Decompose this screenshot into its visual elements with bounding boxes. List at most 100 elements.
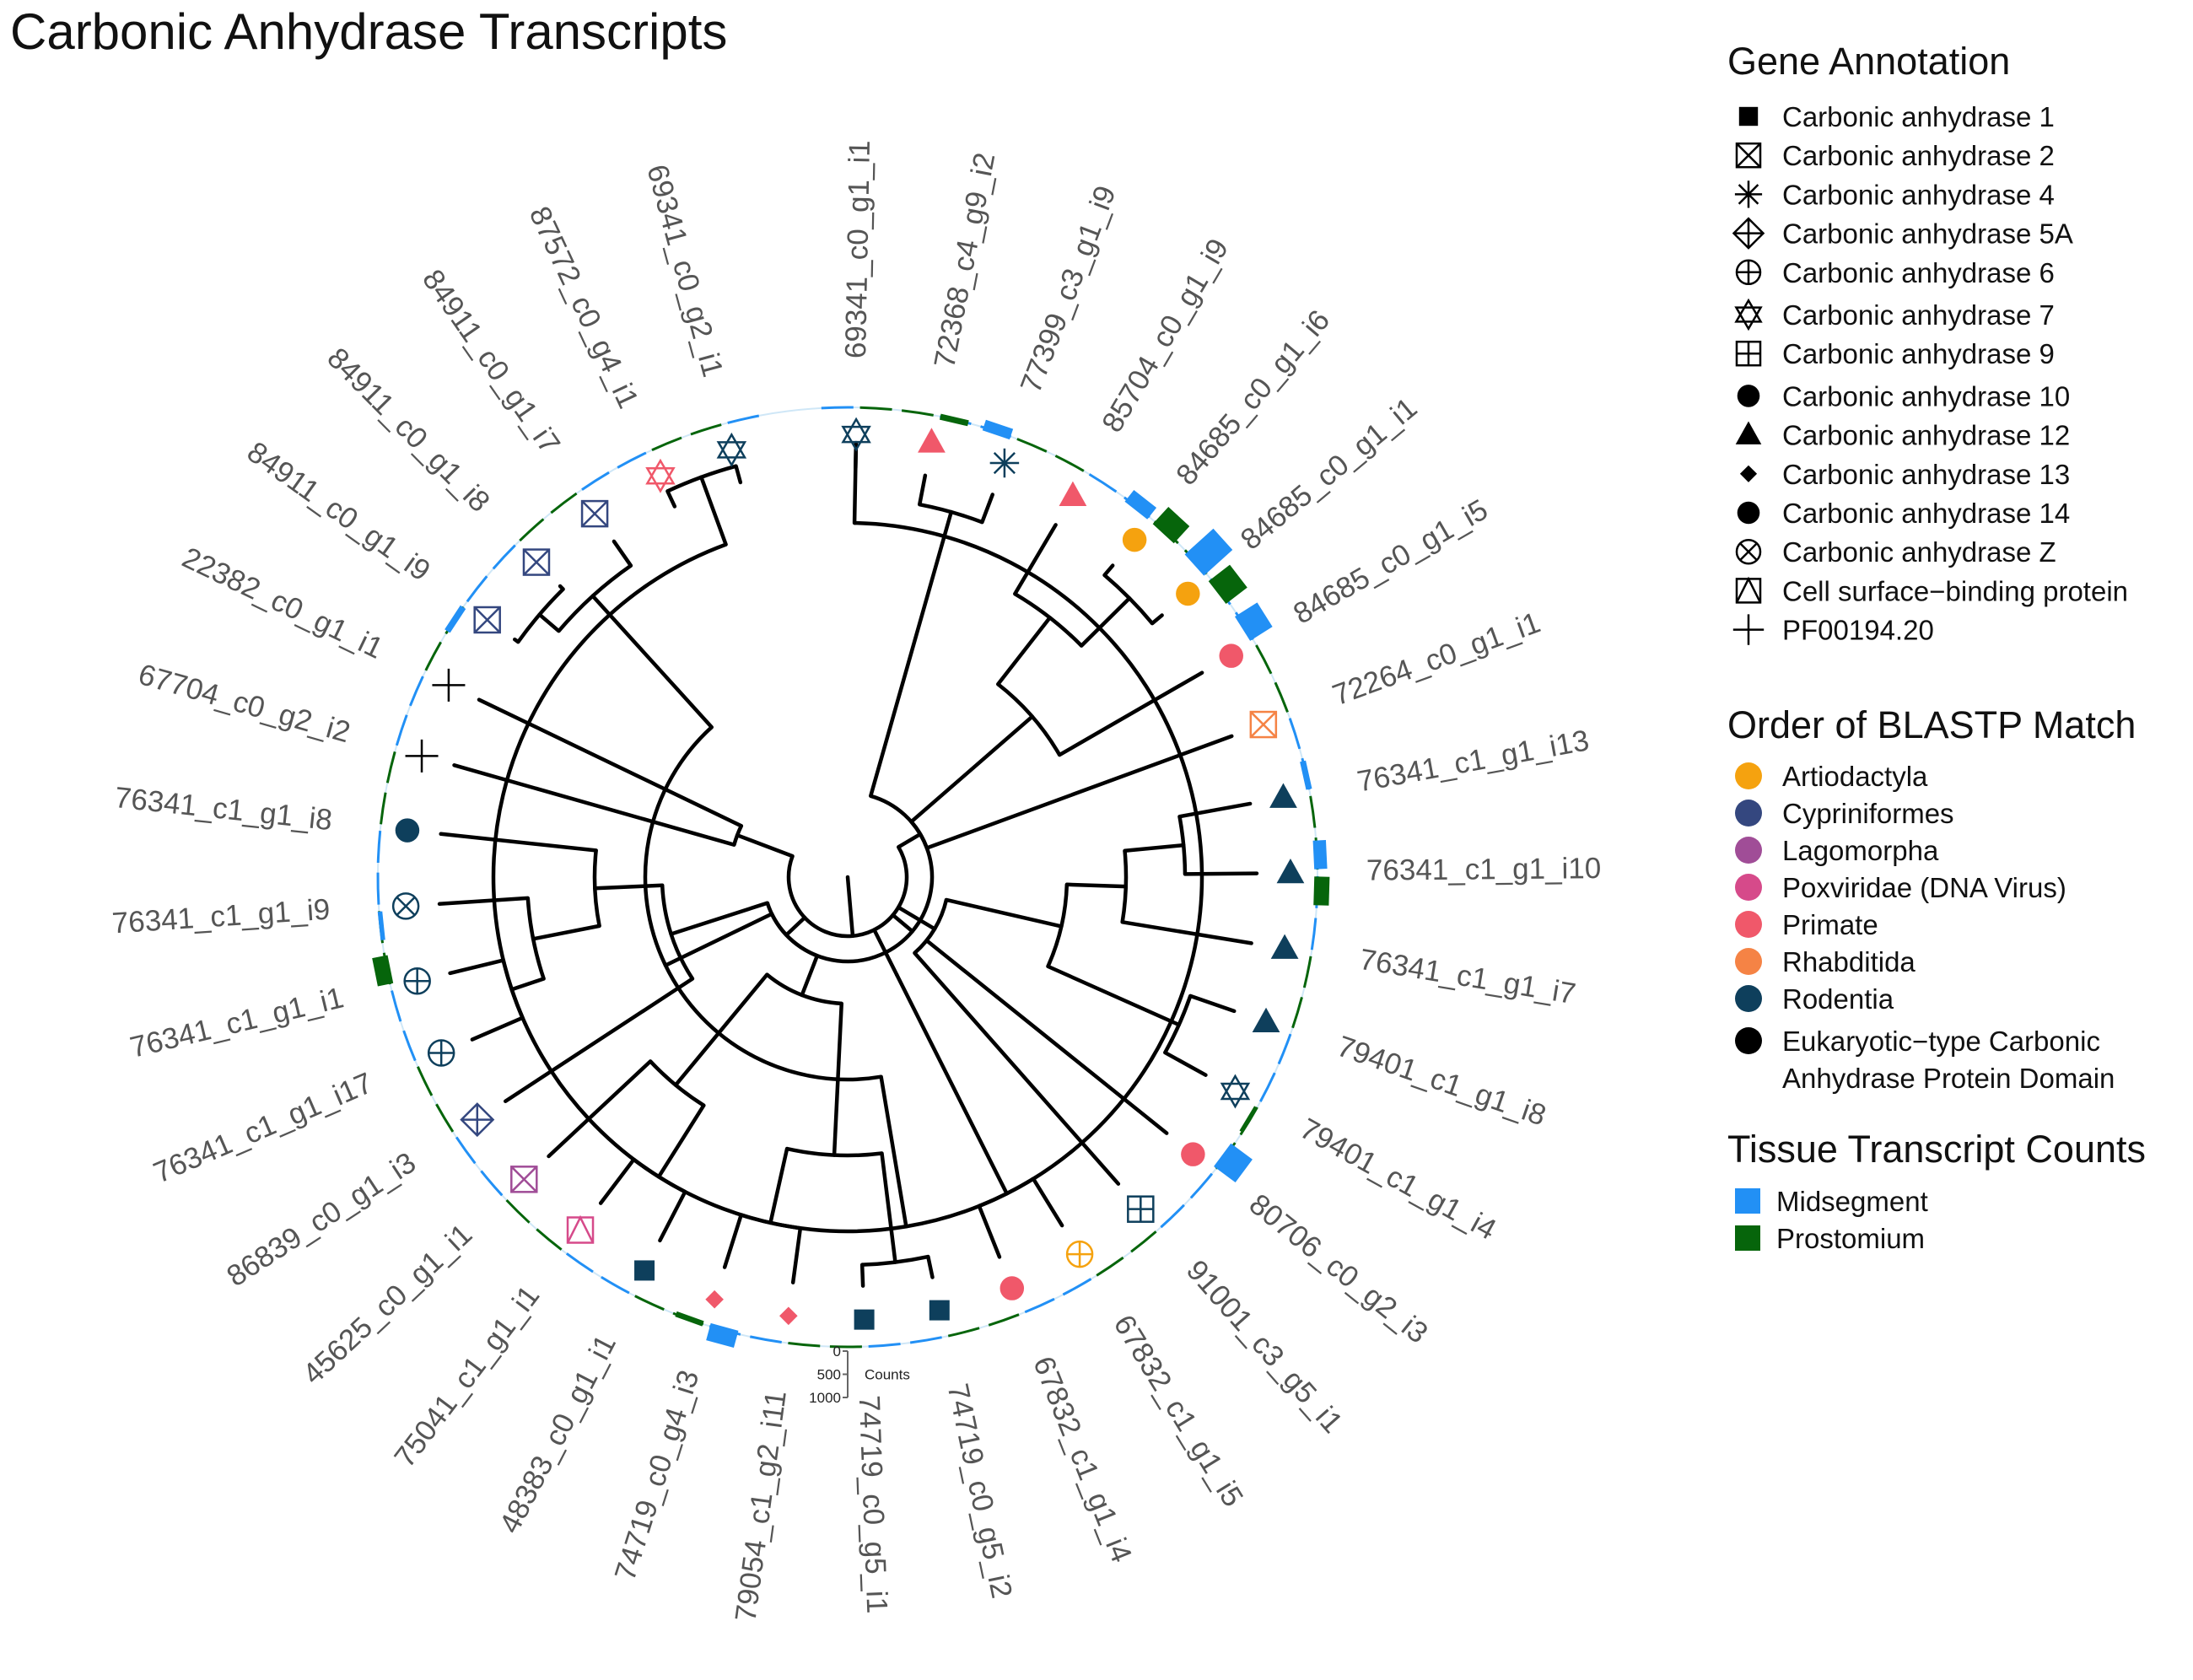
tree-branch (598, 1157, 636, 1205)
tree-branch (504, 977, 695, 1103)
tree-branch (531, 923, 601, 941)
legend-annotation-marker (1739, 465, 1758, 482)
tip-label: 77399_c3_g1_i9 (1014, 181, 1122, 397)
bar-midsegment (1312, 840, 1328, 870)
tip-marker (705, 1290, 724, 1309)
tree-branch (722, 1213, 743, 1269)
tree-branch (1057, 670, 1204, 757)
ring-segment (395, 714, 408, 746)
bar-midsegment (1214, 1143, 1253, 1183)
tree-branch (452, 763, 736, 847)
legend-counts-label: Midsegment (1776, 1186, 1928, 1217)
legend-order-swatch (1735, 948, 1762, 975)
legend-annotation-label: Carbonic anhydrase 4 (1782, 179, 2055, 210)
tree-branch (977, 1203, 1002, 1259)
legend-order-extra-1: Eukaryotic−type Carbonic (1782, 1026, 2100, 1057)
legend-annotation-marker (1735, 259, 1762, 286)
ring-segment (1274, 681, 1289, 713)
tip-label: 76341_c1_g1_i7 (1357, 943, 1578, 1010)
tip-marker (918, 428, 946, 453)
ring-segment (947, 1327, 980, 1338)
ring-segment (424, 641, 442, 671)
tree-branch (879, 1074, 908, 1229)
tree-branch (909, 714, 1035, 824)
tip-marker (460, 1102, 495, 1138)
bar-midsegment (1184, 528, 1233, 576)
ring-segment (1291, 996, 1303, 1029)
ring-segment (1310, 918, 1317, 950)
legend-order-domain-swatch (1735, 1027, 1762, 1054)
legend-counts-title: Tissue Transcript Counts (1727, 1128, 2146, 1171)
ring-segment (1259, 1072, 1276, 1102)
tree-branch (1064, 882, 1129, 889)
ring-segment (435, 1103, 455, 1133)
legend-order-swatch (1735, 800, 1762, 827)
tip-marker (580, 499, 609, 528)
tree-branch (699, 475, 728, 547)
tree-arc (765, 902, 818, 958)
legend-annotation-label: Carbonic anhydrase 13 (1782, 459, 2070, 490)
tree-branch (1163, 1050, 1208, 1077)
tip-label: 84685_c0_g1_i1 (1235, 391, 1424, 557)
tip-label: 79401_c1_g1_i8 (1333, 1030, 1549, 1133)
tree-branch (547, 1059, 653, 1159)
tree-branch (590, 594, 680, 692)
tree-branch (869, 509, 954, 799)
tree-branch (845, 875, 855, 938)
legend-order-label: Rhabditida (1782, 946, 1916, 977)
tree-arc (765, 972, 842, 1006)
tip-marker (779, 1306, 798, 1326)
bar-prostomium (1313, 876, 1330, 906)
ring-segment (617, 451, 647, 469)
ring-segment (634, 1295, 665, 1311)
tree-branch (513, 637, 520, 644)
ring-segment (1189, 1172, 1214, 1199)
legend-counts: Tissue Transcript Counts MidsegmentProst… (1727, 1128, 2146, 1254)
tip-marker (854, 1309, 875, 1330)
tip-label: 87572_c0_g4_i1 (523, 202, 645, 413)
ring-segment (1239, 1107, 1258, 1136)
tree-arc (1103, 573, 1154, 625)
legend-order-title: Order of BLASTP Match (1727, 703, 2136, 746)
scale-tick-label: 0 (833, 1343, 841, 1360)
ring-segment (727, 414, 760, 424)
legend-annotation-label: Carbonic anhydrase 10 (1782, 380, 2070, 412)
legend-annotation-marker (1735, 142, 1762, 169)
ring-segment (581, 471, 610, 491)
tree-branch (880, 1151, 897, 1264)
legend-order-swatch (1735, 985, 1762, 1012)
ring-segment (601, 1275, 630, 1295)
tree-branch (995, 616, 1052, 687)
tree-arc (516, 587, 565, 643)
tip-label: 84911_c0_g1_i9 (241, 435, 436, 588)
ring-segment (1160, 1203, 1185, 1229)
ring-segment (402, 1030, 417, 1062)
tree-arc (660, 885, 694, 980)
tree-branch (658, 1189, 687, 1243)
tree-branch (673, 972, 769, 1087)
tree-arc (525, 897, 546, 980)
tree-branch (656, 1103, 706, 1179)
tip-label: 86839_c0_g1_i3 (221, 1146, 422, 1293)
ring-segment (909, 1336, 942, 1344)
legend-order: Order of BLASTP Match Eukaryotic−type Ca… (1727, 703, 2136, 1094)
tip-label: 76341_c1_g1_i13 (1355, 724, 1592, 798)
legend-annotation-marker (1737, 501, 1760, 525)
bar-midsegment (445, 605, 466, 633)
legend-annotation-marker (1734, 298, 1763, 331)
tip-label: 76341_c1_g1_i10 (1366, 852, 1602, 887)
ring-segment (466, 575, 488, 603)
tree-branch (1031, 1177, 1064, 1228)
tip-label: 72264_c0_g1_i1 (1328, 606, 1544, 712)
tree-branch (537, 612, 561, 633)
tree-branch (1188, 993, 1237, 1014)
tree-arc (1177, 816, 1188, 875)
ring-segment (788, 1342, 821, 1348)
tree-branch (612, 539, 633, 568)
tree-arc (491, 520, 1204, 1234)
legend-annotation-label: Carbonic anhydrase 1 (1782, 101, 2055, 132)
legend-order-swatch (1735, 762, 1762, 789)
tip-label: 84911_c0_g1_i7 (416, 263, 566, 460)
